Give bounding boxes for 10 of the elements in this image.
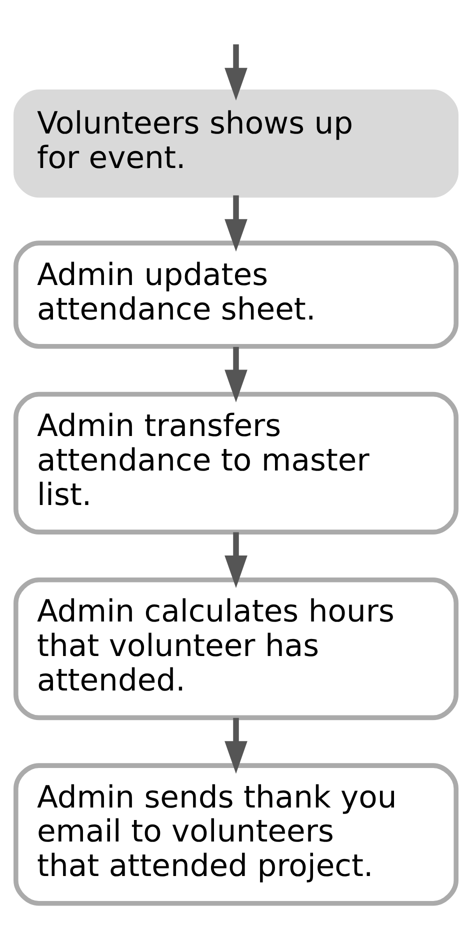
node-box: Admin calculates hours that volunteer has attended. bbox=[14, 577, 458, 720]
arrow bbox=[224, 532, 248, 588]
node-box: Admin transfers attendance to master list. bbox=[14, 391, 458, 534]
arrow bbox=[224, 717, 248, 774]
arrow bbox=[224, 194, 248, 252]
arrow bbox=[224, 44, 248, 100]
arrow bbox=[224, 346, 248, 402]
node-box: Admin updates attendance sheet. bbox=[14, 240, 458, 348]
node-box: Admin sends thank you email to volunteers that attended project. bbox=[14, 762, 458, 906]
node-box: Volunteers shows up for event. bbox=[14, 88, 458, 198]
